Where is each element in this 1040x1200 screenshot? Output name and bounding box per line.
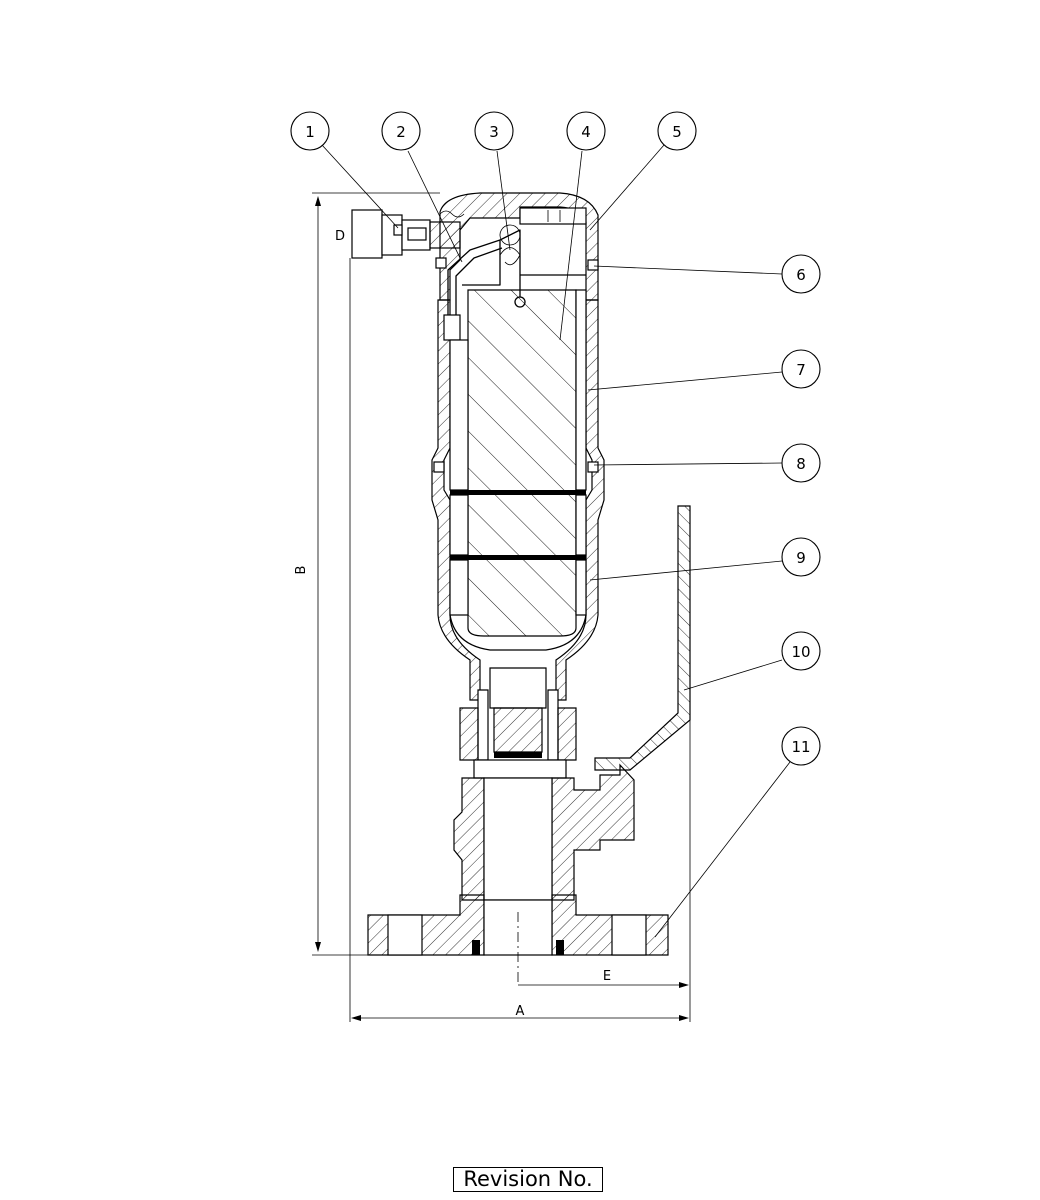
balloon-6: 6 bbox=[781, 254, 821, 294]
balloon-4: 4 bbox=[566, 111, 606, 151]
balloon-5: 5 bbox=[657, 111, 697, 151]
balloon-7: 7 bbox=[781, 349, 821, 389]
liner bbox=[433, 289, 599, 616]
svg-text:10: 10 bbox=[791, 643, 810, 661]
neck-union bbox=[459, 667, 577, 779]
lever-mechanism bbox=[435, 224, 599, 341]
svg-text:1: 1 bbox=[305, 123, 315, 141]
balloon-1: 1 bbox=[290, 111, 330, 151]
balloon-3: 3 bbox=[474, 111, 514, 151]
dim-label-b: B bbox=[294, 566, 309, 575]
leader-lines bbox=[321, 144, 791, 938]
svg-text:7: 7 bbox=[796, 361, 806, 379]
balloon-9: 9 bbox=[781, 537, 821, 577]
side-fitting bbox=[351, 209, 465, 259]
top-cap bbox=[439, 192, 599, 301]
flange bbox=[367, 894, 669, 985]
revision-label: Revision No. bbox=[453, 1167, 603, 1192]
balloon-2: 2 bbox=[381, 111, 421, 151]
dim-label-e: E bbox=[603, 969, 611, 984]
svg-text:4: 4 bbox=[581, 123, 591, 141]
float bbox=[467, 289, 577, 637]
balloon-11: 11 bbox=[781, 726, 821, 766]
svg-text:11: 11 bbox=[791, 738, 810, 756]
dim-label-a: A bbox=[516, 1004, 525, 1019]
dimensions bbox=[312, 192, 691, 1022]
svg-text:2: 2 bbox=[396, 123, 406, 141]
balloon-10: 10 bbox=[781, 631, 821, 671]
svg-text:6: 6 bbox=[796, 266, 806, 284]
dim-label-d: D bbox=[335, 229, 345, 244]
svg-text:3: 3 bbox=[489, 123, 499, 141]
svg-text:5: 5 bbox=[672, 123, 682, 141]
balloon-8: 8 bbox=[781, 443, 821, 483]
svg-text:8: 8 bbox=[796, 455, 806, 473]
svg-text:9: 9 bbox=[796, 549, 806, 567]
ball-valve bbox=[453, 505, 691, 901]
